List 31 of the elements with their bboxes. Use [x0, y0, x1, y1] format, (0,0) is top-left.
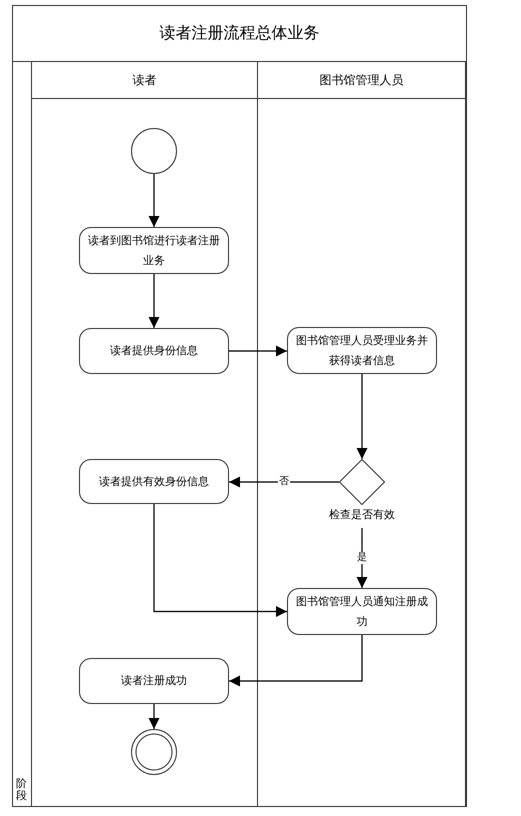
flow-arrow — [229, 476, 339, 488]
node-text: 读者 — [132, 72, 156, 89]
end-circle — [131, 729, 177, 775]
node-text: 阶段 — [16, 778, 27, 802]
activity-box — [287, 327, 437, 374]
swimlane — [258, 62, 466, 806]
activity-box — [79, 328, 229, 374]
flow-arrow — [153, 504, 287, 617]
node-text: 检查是否有效 — [329, 508, 395, 523]
flow-arrow — [148, 174, 160, 227]
node-text: 读者到图书馆进行读者注册业务 — [88, 234, 220, 268]
activity-box — [79, 658, 229, 704]
start-circle — [131, 128, 177, 174]
node-text: 图书馆管理人员 — [320, 72, 404, 89]
activity-box — [79, 227, 229, 274]
node-text: 图书馆管理人员受理业务并获得读者信息 — [296, 334, 428, 368]
edge-label: 否 — [278, 476, 290, 488]
flow-arrow — [148, 274, 160, 328]
flow-arrow — [229, 346, 287, 356]
node-text: 读者注册成功 — [121, 674, 187, 689]
edge-label: 是 — [356, 552, 368, 564]
diagram-title: 读者注册流程总体业务 — [160, 24, 320, 44]
flow-arrow — [229, 635, 363, 686]
swimlane — [32, 62, 258, 806]
node-text: 图书馆管理人员通知注册成功 — [296, 594, 428, 630]
activity-box — [79, 459, 229, 504]
node-text: 读者提供身份信息 — [110, 344, 198, 359]
activity-box — [287, 588, 437, 635]
flow-arrow — [148, 704, 160, 729]
flow-arrow — [356, 374, 368, 459]
node-text: 读者提供有效身份信息 — [99, 474, 209, 490]
